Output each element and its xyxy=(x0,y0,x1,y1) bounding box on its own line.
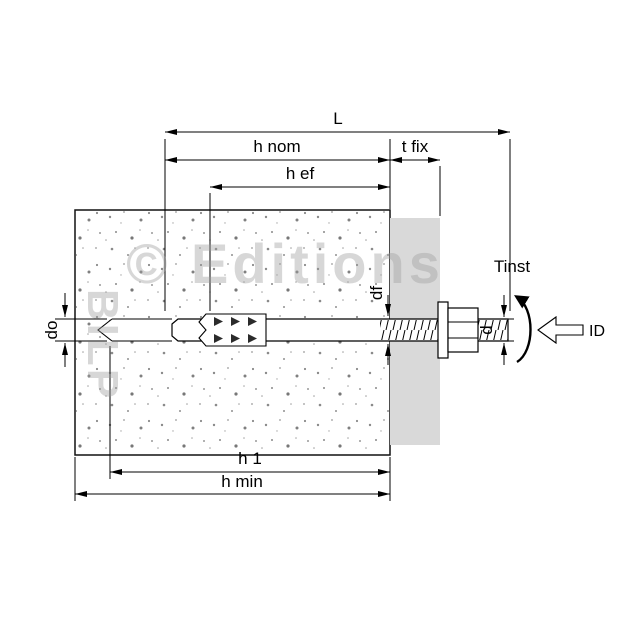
label-h-ef: h ef xyxy=(286,164,315,183)
label-id: ID xyxy=(589,323,605,340)
watermark: © Editions BILP xyxy=(78,232,444,401)
label-t-fix: t fix xyxy=(402,137,429,156)
clip-teeth xyxy=(214,317,257,343)
washer xyxy=(437,301,449,359)
label-h-1: h 1 xyxy=(238,449,262,468)
hex-nut xyxy=(447,307,479,353)
torque-symbol: Tinst xyxy=(494,257,532,364)
dimension-lines xyxy=(62,129,510,497)
watermark-brand: BILP xyxy=(78,289,127,401)
label-L: L xyxy=(333,109,342,128)
drill-hole xyxy=(97,318,172,342)
wedge-anchor xyxy=(171,301,509,359)
label-df: df xyxy=(367,286,386,300)
label-d: d xyxy=(477,325,496,334)
watermark-publisher: © Editions xyxy=(126,232,444,295)
hole-void xyxy=(98,319,172,341)
impact-arrow-icon xyxy=(537,315,584,345)
torque-arrow xyxy=(514,295,532,364)
hole-cone-bottom xyxy=(97,318,113,342)
label-tinst: Tinst xyxy=(494,257,530,276)
label-do: do xyxy=(42,321,61,340)
label-h-min: h min xyxy=(221,472,263,491)
label-h-nom: h nom xyxy=(253,137,300,156)
impact-direction: ID xyxy=(537,315,605,345)
extension-lines xyxy=(55,139,514,501)
